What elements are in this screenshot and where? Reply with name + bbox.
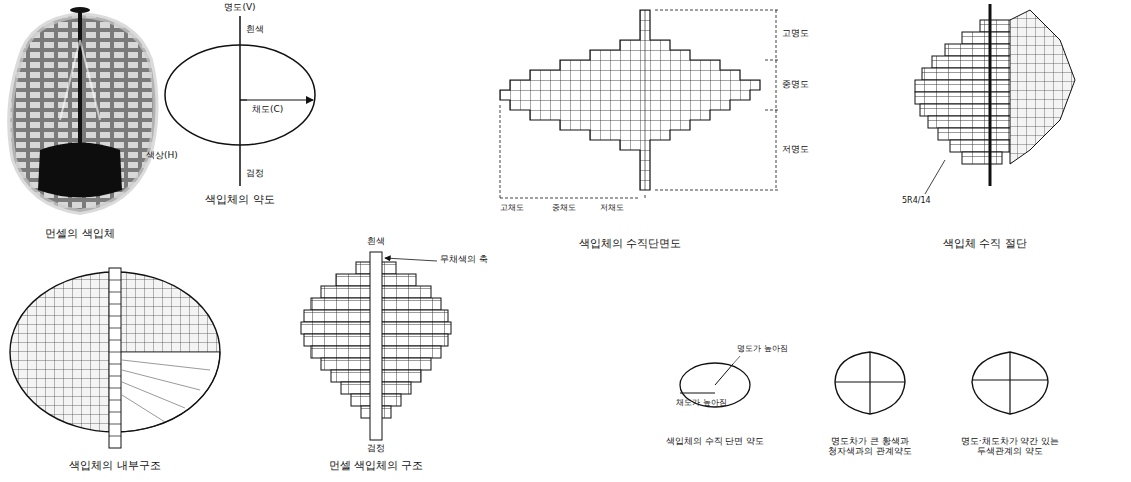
- relation-sketch: [835, 352, 905, 414]
- axis-label: 채도(C): [252, 104, 307, 114]
- internal-structure: [10, 268, 220, 448]
- scale-label: 고명도: [782, 28, 832, 38]
- caption: 명도·채도차가 약간 있는 두색관계의 약도: [950, 436, 1070, 457]
- caption: 먼셀의 색입체: [5, 228, 155, 241]
- scale-label: 고채도: [500, 203, 545, 212]
- solid-cut: [915, 4, 1075, 194]
- caption: 색입체 수직 절단: [910, 238, 1060, 251]
- caption: 색입체의 수직 단면 약도: [663, 436, 768, 446]
- axis-label: 흰색: [246, 24, 286, 34]
- caption: 색입체의 내부구조: [35, 460, 195, 473]
- axis-label: 검정: [356, 443, 396, 453]
- axis-label: 흰색: [356, 236, 396, 246]
- axis-label: 명도(V): [210, 2, 270, 12]
- caption: 먼셀 색입체의 구조: [296, 460, 456, 473]
- axis-label: 색상(H): [146, 150, 196, 160]
- caption: 명도차가 큰 황색과 청자색과의 관계약도: [810, 436, 930, 457]
- callout-label: 무채색의 축: [440, 254, 515, 264]
- callout-label: 5R4/14: [902, 196, 962, 205]
- caption: 색입체의 약도: [175, 194, 305, 207]
- axis-label: 검정: [246, 168, 286, 178]
- scale-label: 저명도: [782, 144, 832, 154]
- relation-sketch: [972, 352, 1048, 414]
- scale-label: 저채도: [600, 203, 645, 212]
- munsell-structure: [301, 252, 451, 440]
- scale-label: 중채도: [552, 203, 597, 212]
- munsell-photo: [10, 7, 155, 212]
- callout-label: 명도가 높아짐: [737, 344, 817, 353]
- solid-sketch: [165, 16, 315, 186]
- vertical-section: [500, 10, 778, 200]
- callout-label: 채도가 높아짐: [676, 398, 756, 407]
- scale-label: 중명도: [782, 79, 832, 89]
- caption: 색입체의 수직단면도: [545, 238, 715, 251]
